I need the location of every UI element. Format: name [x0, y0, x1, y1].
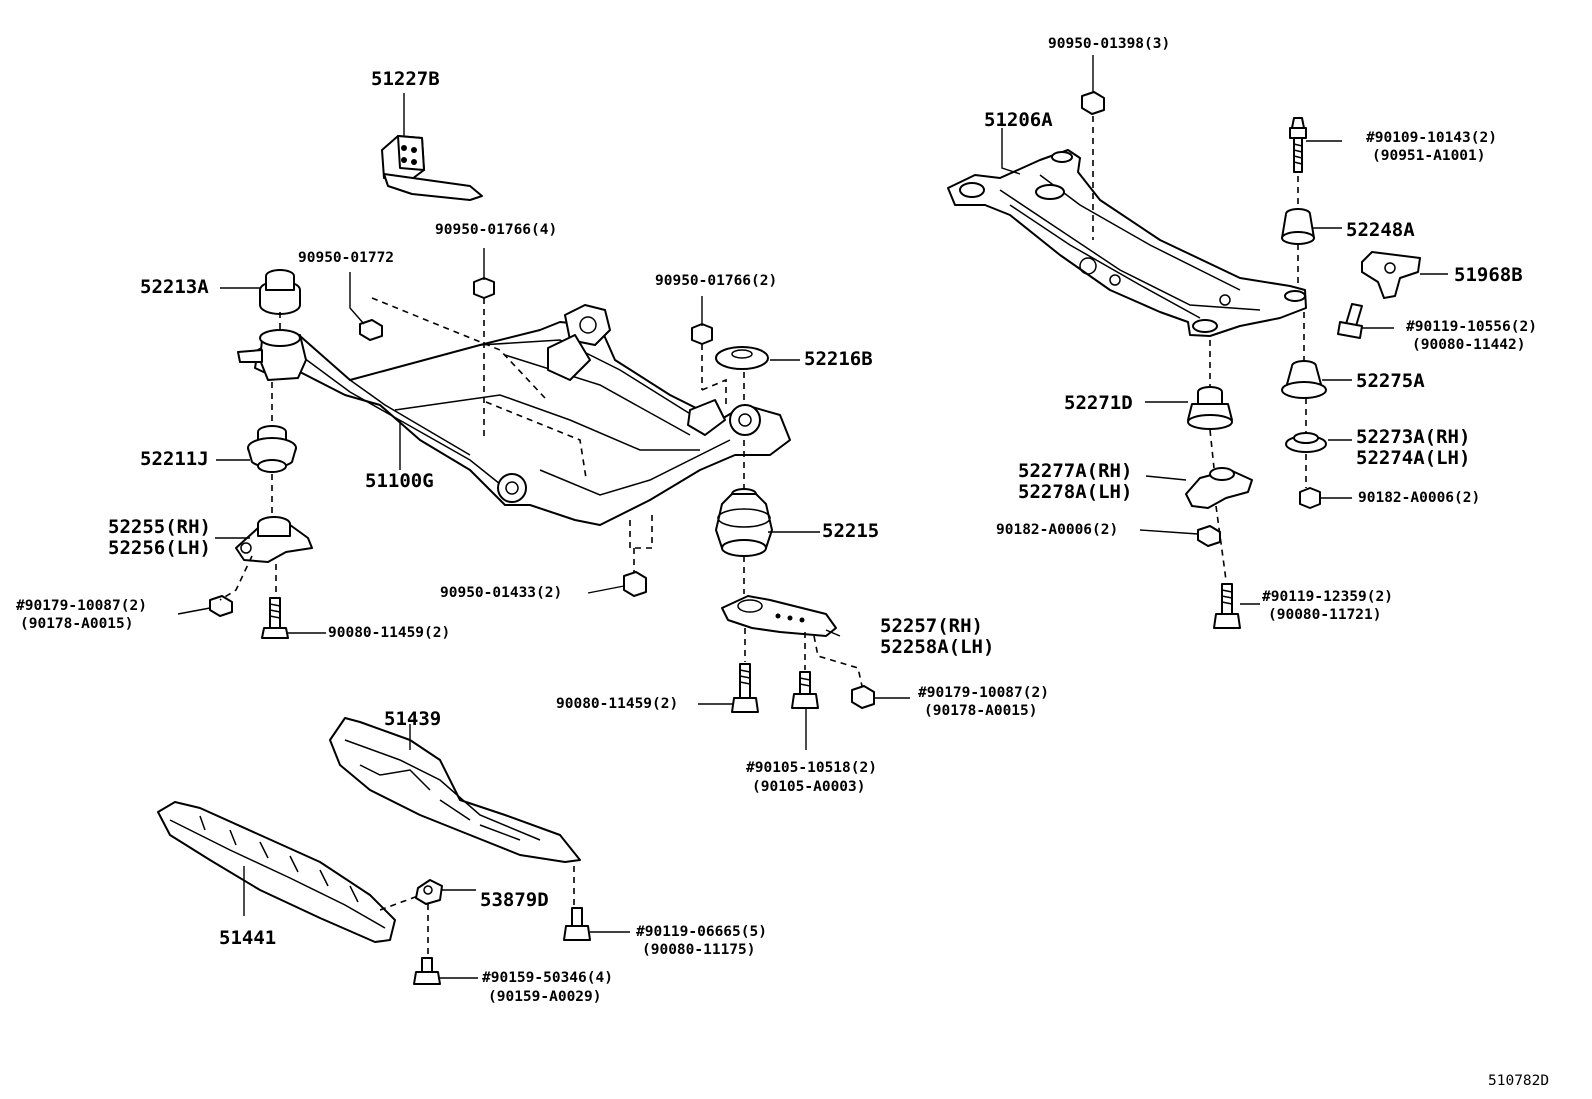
label-51206A: 51206A: [984, 109, 1053, 131]
label-52277A: 52277A(RH): [1018, 460, 1133, 482]
illustration-id: 510782D: [1488, 1073, 1550, 1089]
part-90105-drawing[interactable]: [791, 671, 819, 709]
label-52258A: 52258A(LH): [880, 636, 995, 658]
part-90109-drawing[interactable]: [1289, 117, 1307, 173]
part-90159-drawing[interactable]: [413, 957, 441, 985]
label-52274A: 52274A(LH): [1356, 447, 1471, 469]
label-52255: 52255(RH): [108, 516, 211, 538]
part-90182-left-drawing[interactable]: [1197, 525, 1221, 547]
part-53879D-drawing[interactable]: [415, 879, 443, 905]
label-90179-mid: #90179-10087(2): [918, 685, 1049, 701]
label-52248A: 52248A: [1346, 219, 1415, 241]
part-90950-01772-drawing[interactable]: [359, 319, 383, 341]
label-51227B: 51227B: [371, 68, 440, 90]
part-52213A-drawing[interactable]: [259, 269, 301, 315]
part-90182-right-drawing[interactable]: [1299, 487, 1321, 509]
part-52211J-drawing[interactable]: [247, 425, 297, 473]
label-52216B: 52216B: [804, 348, 873, 370]
label-90119-06665: #90119-06665(5): [636, 924, 767, 940]
part-52248A-drawing[interactable]: [1281, 208, 1315, 245]
label-90182-left: 90182-A0006(2): [996, 522, 1119, 538]
label-90080-11721: (90080-11721): [1268, 607, 1382, 623]
part-90950-01766-2-drawing[interactable]: [691, 323, 713, 345]
label-90080-11459-mid: 90080-11459(2): [556, 696, 679, 712]
part-52273A-drawing[interactable]: [1285, 432, 1327, 453]
label-90178-mid: (90178-A0015): [924, 703, 1038, 719]
label-51100G: 51100G: [365, 470, 434, 492]
label-90080-11459-left: 90080-11459(2): [328, 625, 451, 641]
label-52275A: 52275A: [1356, 370, 1425, 392]
part-52257-drawing[interactable]: [721, 595, 837, 637]
part-90950-01398-drawing[interactable]: [1081, 91, 1105, 115]
label-90951-A1001: (90951-A1001): [1372, 148, 1486, 164]
label-90159-A0029: (90159-A0029): [488, 989, 602, 1005]
label-90159-50346: #90159-50346(4): [482, 970, 613, 986]
label-90080-11175: (90080-11175): [642, 942, 756, 958]
label-52273A: 52273A(RH): [1356, 426, 1471, 448]
label-90950-01772: 90950-01772: [298, 250, 395, 266]
label-90080-11442: (90080-11442): [1412, 337, 1526, 353]
label-90109-10143: #90109-10143(2): [1366, 130, 1497, 146]
label-52215: 52215: [822, 520, 880, 542]
part-90080-left-drawing[interactable]: [261, 597, 289, 639]
part-90179-mid-drawing[interactable]: [851, 685, 875, 709]
part-51206A-crossmember[interactable]: [947, 149, 1307, 337]
label-90950-01433: 90950-01433(2): [440, 585, 563, 601]
label-90182-right: 90182-A0006(2): [1358, 490, 1481, 506]
part-51439-drawing[interactable]: [329, 717, 581, 863]
part-51441-drawing[interactable]: [157, 801, 396, 943]
part-52255-drawing[interactable]: [235, 516, 313, 563]
label-53879D: 53879D: [480, 889, 549, 911]
leader-lines: [177, 55, 1448, 979]
part-52271D-drawing[interactable]: [1187, 386, 1233, 430]
part-90119-06665-drawing[interactable]: [563, 907, 591, 941]
label-90119-10556: #90119-10556(2): [1406, 319, 1537, 335]
label-52271D: 52271D: [1064, 392, 1133, 414]
label-90950-01398: 90950-01398(3): [1048, 36, 1171, 52]
part-90119-10556-drawing[interactable]: [1337, 303, 1363, 339]
part-90950-01433-drawing[interactable]: [623, 571, 647, 597]
part-51227B-drawing[interactable]: [381, 135, 483, 201]
label-90950-01766-4: 90950-01766(4): [435, 222, 558, 238]
label-52257: 52257(RH): [880, 615, 983, 637]
label-52256: 52256(LH): [108, 537, 211, 559]
alignment-dashes: [219, 116, 1307, 956]
label-90950-01766-2: 90950-01766(2): [655, 273, 778, 289]
part-90950-01766-4-drawing[interactable]: [473, 277, 495, 299]
label-90105-10518: #90105-10518(2): [746, 760, 877, 776]
part-90080-mid-drawing[interactable]: [731, 663, 759, 713]
part-52216B-drawing[interactable]: [715, 346, 769, 370]
label-52211J: 52211J: [140, 448, 209, 470]
label-90105-A0003: (90105-A0003): [752, 779, 866, 795]
part-90119-12359-drawing[interactable]: [1213, 583, 1241, 629]
label-90119-12359: #90119-12359(2): [1262, 589, 1393, 605]
part-52275A-drawing[interactable]: [1281, 360, 1327, 399]
part-90179-left-drawing[interactable]: [209, 595, 233, 617]
part-52215-drawing[interactable]: [715, 488, 773, 557]
label-90178-left: (90178-A0015): [20, 616, 134, 632]
frame-left-bushing: [237, 329, 307, 381]
label-51968B: 51968B: [1454, 264, 1523, 286]
part-51100G-crossmember[interactable]: [254, 304, 791, 526]
label-52278A: 52278A(LH): [1018, 481, 1133, 503]
label-51439: 51439: [384, 708, 442, 730]
part-52277A-drawing[interactable]: [1185, 467, 1253, 509]
label-52213A: 52213A: [140, 276, 209, 298]
label-90179-left: #90179-10087(2): [16, 598, 147, 614]
label-51441: 51441: [219, 927, 277, 949]
part-51968B-drawing[interactable]: [1361, 251, 1421, 299]
